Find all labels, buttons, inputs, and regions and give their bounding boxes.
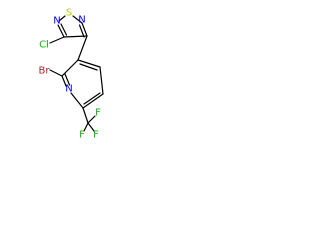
atom-s-thiadiazole: S xyxy=(66,8,72,19)
atom-layer: S N N Cl Br N F F F xyxy=(39,8,102,141)
molecule-canvas: S N N Cl Br N F F F xyxy=(0,0,152,152)
bond-cf3-f-right xyxy=(87,122,95,132)
bond-cf3-f-left xyxy=(83,122,89,132)
atom-n-pyridine: N xyxy=(65,84,72,95)
bond-cf3-f-top xyxy=(87,115,96,124)
bond-c5py-c4py xyxy=(99,66,104,95)
bond-layer xyxy=(49,15,104,132)
bond-c3-n2-double xyxy=(78,24,85,38)
bond-npy-c6py xyxy=(70,92,84,109)
bond-c6py-cf3 xyxy=(82,107,89,124)
atom-f-right: F xyxy=(93,130,99,141)
bond-s1-n5 xyxy=(58,15,66,22)
atom-n-thiadiazole-upper: N xyxy=(53,16,60,27)
bond-c4-c3 xyxy=(63,35,88,38)
bond-c2py-npy-double xyxy=(64,73,71,86)
bond-c4-cl xyxy=(49,36,65,44)
bond-n5-c4-double xyxy=(60,23,68,36)
structure-diagram: S N N Cl Br N F F F xyxy=(39,8,104,141)
atom-cl: Cl xyxy=(39,40,49,51)
bond-c2py-br xyxy=(49,69,63,77)
bond-c4py-c3py-double xyxy=(79,63,98,71)
bond-c2py-npy xyxy=(61,75,67,87)
atom-br: Br xyxy=(39,66,51,77)
bond-c3-pyridine xyxy=(77,35,88,61)
bond-n2-s1 xyxy=(72,15,83,24)
bond-n5-c4 xyxy=(57,24,65,38)
bond-c6py-c5py-double xyxy=(83,92,101,105)
bond-c6py-c5py xyxy=(82,93,104,109)
atom-n-thiadiazole-right: N xyxy=(78,15,85,26)
bond-c4py-c3py xyxy=(77,59,101,68)
bond-c3-n2 xyxy=(81,22,88,37)
atom-f-left: F xyxy=(79,130,85,141)
bond-c3py-c2py xyxy=(61,59,79,77)
atom-f-top: F xyxy=(95,108,101,119)
